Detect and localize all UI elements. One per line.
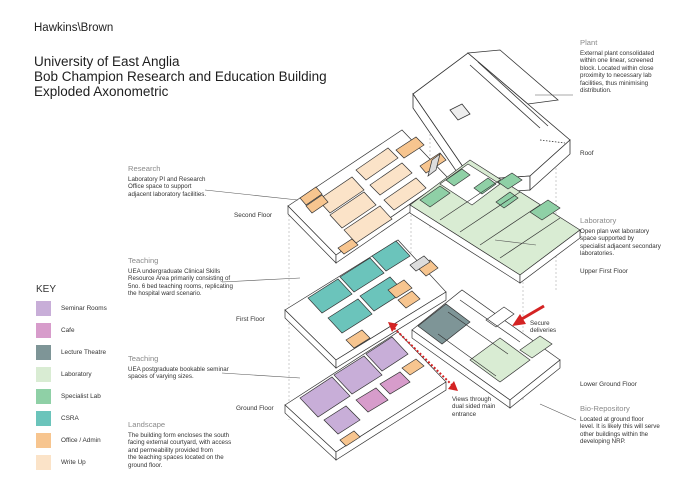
secure-deliveries-line: Secure [530,320,550,327]
bio-repository-heading: Bio-Repository [580,404,630,413]
second-floor-plan [287,129,449,264]
secure-deliveries-label: Secure deliveries [530,320,556,335]
floor-label-ground: Ground Floor [236,405,274,412]
page-title: University of East Anglia Bob Champion R… [34,54,327,99]
plant-heading: Plant [580,38,598,47]
plant-line: block. Located within close [580,64,654,72]
key-label: Write Up [61,458,86,466]
research-line: Laboratory PI and Research [128,176,206,183]
key-item-office-admin: Office / Admin [36,432,101,448]
key-item-lecture-theatre: Lecture Theatre [36,344,106,360]
research-line: Office space to support [128,183,192,191]
research-line: adjacent laboratory facilities. [128,190,207,198]
key-swatch [36,432,51,448]
laboratory-line: specialist adjacent secondary [580,242,661,250]
plant-line: within one linear, screened [580,57,654,65]
teaching-heading: Teaching [128,354,159,363]
plant-line: facilities, thus minimising [580,79,649,87]
key-label: Cafe [61,326,75,334]
key-swatch [36,388,51,404]
views-through-line: Views through [452,396,492,403]
laboratory-line: laboratories. [580,250,615,258]
teaching-csra-annotation: Teaching UEA undergraduate Clinical Skil… [128,256,233,298]
teaching-line: 5no. 6 bed teaching rooms, replicating [128,282,233,290]
bio-repository-annotation: Bio-Repository Located at ground floor l… [580,404,660,446]
firm-name: Hawkins\Brown [34,22,114,34]
views-through-dashed-arrow [388,322,458,391]
plant-line: External plant consolidated [580,50,655,57]
landscape-line: the teaching spaces located on the [128,454,224,462]
key-label: CSRA [61,414,79,422]
plant-line: proximity to necessary lab [580,72,652,80]
teaching-line: UEA undergraduate Clinical Skills [128,268,221,275]
landscape-line: and permeability provided from [128,446,213,454]
floor-label-upper-first: Upper First Floor [580,268,628,275]
secure-deliveries-line: deliveries [530,327,557,335]
upper-first-floor-plan [409,159,581,284]
ground-floor-plan [284,331,447,461]
teaching-line: the hospital ward scenario. [128,290,202,298]
title-line-2: Bob Champion Research and Education Buil… [34,69,327,84]
views-through-line: dual sided main [452,403,496,411]
bio-repository-line: Located at ground floor [580,416,644,423]
landscape-line: The building form encloses the south [128,432,230,439]
key-item-seminar-rooms: Seminar Rooms [36,300,107,316]
key-label: Specialist Lab [61,392,101,400]
key-swatch [36,344,51,360]
teaching-line: UEA postgraduate bookable seminar [128,366,229,373]
views-through-label: Views through dual sided main entrance [452,396,495,418]
laboratory-heading: Laboratory [580,216,617,225]
key-item-laboratory: Laboratory [36,366,92,382]
floor-label-second: Second Floor [234,212,273,219]
research-heading: Research [128,164,161,173]
teaching-line: Resource Area primarily consisting of [128,275,231,283]
key-swatch [36,410,51,426]
floor-label-roof: Roof [580,150,594,157]
bio-repository-line: level. It is likely this will serve [580,423,660,431]
teaching-seminar-annotation: Teaching UEA postgraduate bookable semin… [128,354,229,381]
landscape-line: facing external courtyard, with access [128,439,232,447]
key-item-write-up: Write Up [36,454,86,470]
plant-line: distribution. [580,87,612,95]
leader-lines [204,94,577,421]
bio-repository-line: developing NRP. [580,438,626,446]
key-swatch [36,300,51,316]
landscape-annotation: Landscape The building form encloses the… [128,420,231,469]
key-label: Laboratory [61,370,92,378]
first-floor-plan [284,239,447,369]
title-line-3: Exploded Axonometric [34,84,169,99]
key-swatch [36,322,51,338]
teaching-heading: Teaching [128,256,159,265]
secure-deliveries-arrow [512,304,545,326]
key-label: Office / Admin [61,436,101,444]
research-annotation: Research Laboratory PI and Research Offi… [128,164,206,198]
views-through-line: entrance [452,410,477,418]
title-line-1: University of East Anglia [34,54,180,69]
key-item-specialist-lab: Specialist Lab [36,388,101,404]
lower-ground-floor-plan [411,289,561,409]
key-title: KEY [36,284,57,295]
floor-label-first: First Floor [236,316,265,323]
landscape-line: ground floor. [128,461,163,469]
teaching-line: spaces of varying sizes. [128,373,194,381]
laboratory-line: Open plan wet laboratory [580,228,650,235]
landscape-heading: Landscape [128,420,166,429]
laboratory-line: space supported by [580,235,635,243]
key-swatch [36,366,51,382]
key-swatch [36,454,51,470]
key-label: Seminar Rooms [61,304,107,312]
bio-repository-line: other buildings within the [580,430,649,438]
key-item-csra: CSRA [36,410,79,426]
laboratory-annotation: Laboratory Open plan wet laboratory spac… [580,216,661,258]
key-label: Lecture Theatre [61,348,106,356]
plant-annotation: Plant External plant consolidated within… [580,38,654,94]
key-item-cafe: Cafe [36,322,75,338]
floor-label-lower-ground: Lower Ground Floor [580,381,637,388]
